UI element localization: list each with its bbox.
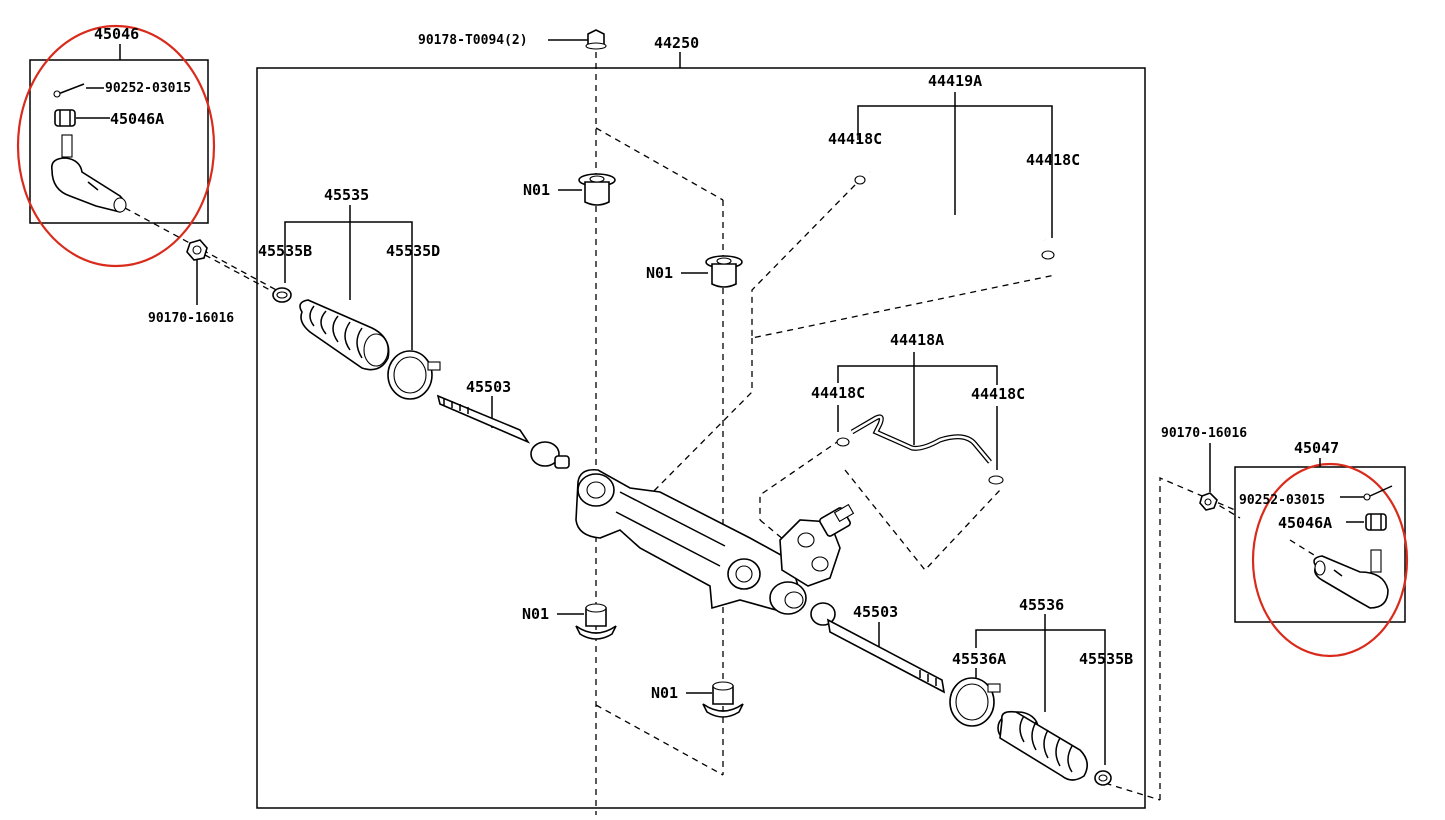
tie-rod-end-lh: 45046 90252-03015 45046A [50, 25, 191, 213]
label-44250: 44250 [654, 34, 699, 52]
label-N01-1: N01 [523, 181, 550, 199]
bushing-3: N01 [522, 603, 617, 640]
label-44418C-upper-r: 44418C [1026, 151, 1080, 169]
label-N01-2: N01 [646, 264, 673, 282]
label-45047: 45047 [1294, 439, 1339, 457]
bushing-2: N01 [646, 255, 743, 288]
nut-lh: 90170-16016 [148, 239, 234, 326]
tie-rod-end-rh: 45047 90252-03015 45046A [1239, 439, 1393, 609]
tie-rod-end-rh-icon [1313, 549, 1389, 609]
band-lh-icon [387, 350, 441, 400]
boot-kit-rh: 45536 45536A 45535B [949, 596, 1133, 786]
rack-end-lh-icon [436, 394, 570, 469]
tube-upper-icon [854, 150, 1055, 260]
bushing-4: N01 [651, 681, 744, 718]
tube-set-lower: 44418A 44418C 44418C [811, 331, 1025, 485]
rack-end-rh-icon [810, 602, 946, 694]
label-45046A-lh: 45046A [110, 110, 164, 128]
nut-top: 90178-T0094(2) [418, 29, 607, 50]
castle-nut-lh-icon [54, 109, 76, 127]
flange-nut-top-icon [585, 29, 607, 50]
clamp-lh-icon [272, 287, 292, 303]
label-N01-4: N01 [651, 684, 678, 702]
label-44418C-lower-r: 44418C [971, 385, 1025, 403]
label-45536A: 45536A [952, 650, 1006, 668]
label-45535D: 45535D [386, 242, 440, 260]
label-90252-03015-rh: 90252-03015 [1239, 493, 1325, 508]
tube-lower-icon [836, 414, 1004, 485]
label-90170-16016-lh: 90170-16016 [148, 311, 234, 326]
label-45046A-rh: 45046A [1278, 514, 1332, 532]
gear-housing-icon [575, 468, 855, 615]
label-45536: 45536 [1019, 596, 1064, 614]
label-45503-lh: 45503 [466, 378, 511, 396]
clamp-rh-icon [1094, 770, 1112, 786]
label-44418C-upper-l: 44418C [828, 130, 882, 148]
highlight-circle-rh [1251, 462, 1409, 658]
boot-kit-lh: 45535 45535B 45535D [258, 186, 441, 400]
tie-rod-end-lh-icon [50, 134, 127, 213]
bushing-1-icon [578, 173, 616, 206]
label-N01-3: N01 [522, 605, 549, 623]
gear-assembly-frame [256, 67, 1146, 809]
hex-nut-lh-icon [186, 239, 208, 261]
label-90170-16016-rh: 90170-16016 [1161, 426, 1247, 441]
cotter-pin-lh-icon [53, 83, 85, 98]
highlight-circle-lh [16, 24, 216, 268]
bellows-boot-rh-icon [997, 710, 1088, 781]
bushing-4-icon [702, 681, 744, 718]
label-45535B-lh: 45535B [258, 242, 312, 260]
cotter-pin-rh-icon [1363, 485, 1393, 501]
bushing-2-icon [705, 255, 743, 288]
bellows-boot-lh-icon [299, 299, 390, 371]
label-45503-rh: 45503 [853, 603, 898, 621]
castle-nut-rh-icon [1365, 513, 1387, 531]
rack-end-rh: 45503 [810, 602, 946, 694]
label-44418A: 44418A [890, 331, 944, 349]
tie-rod-end-lh-frame [29, 59, 209, 224]
hex-nut-rh-icon [1199, 492, 1218, 511]
label-45046: 45046 [94, 25, 139, 43]
label-44419A: 44419A [928, 72, 982, 90]
rack-end-lh: 45503 [436, 378, 570, 469]
nut-rh: 90170-16016 [1161, 426, 1247, 511]
label-90178-T0094: 90178-T0094(2) [418, 33, 528, 48]
tube-set-upper: 44419A 44418C 44418C [828, 72, 1080, 260]
bushing-1: N01 [523, 173, 616, 206]
label-45535B-rh: 45535B [1079, 650, 1133, 668]
bushing-3-icon [575, 603, 617, 640]
label-90252-03015-lh: 90252-03015 [105, 81, 191, 96]
band-rh-icon [949, 677, 1001, 727]
label-44418C-lower-l: 44418C [811, 384, 865, 402]
label-45535: 45535 [324, 186, 369, 204]
